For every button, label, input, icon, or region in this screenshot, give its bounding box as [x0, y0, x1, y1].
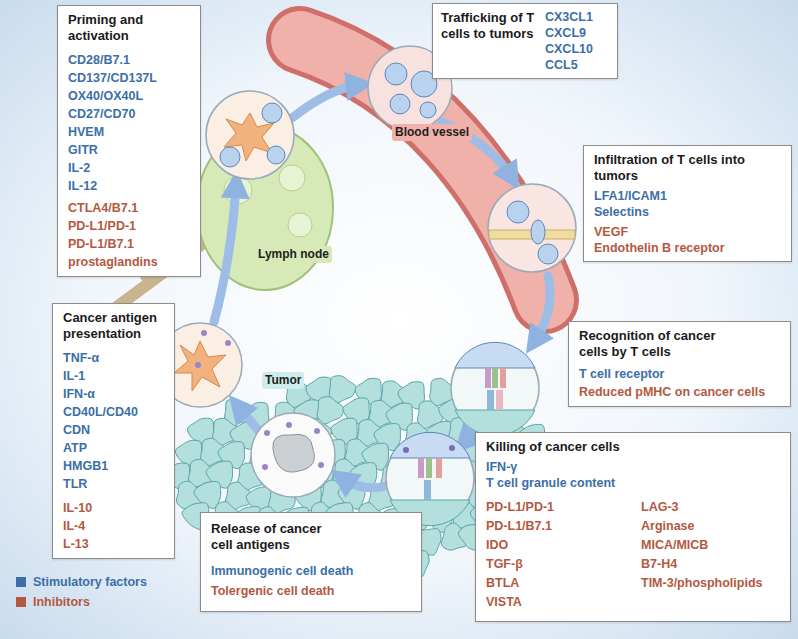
- step-box: Trafficking of T cells to tumorsCX3CL1CX…: [432, 3, 618, 79]
- inhibitor: IL-10: [63, 500, 92, 516]
- stimulatory-factor: IFN-γ: [486, 459, 517, 475]
- stimulatory-factor: HMGB1: [63, 458, 108, 474]
- inhibitor: PD-L1/PD-1: [68, 218, 136, 234]
- inhibitor: PD-L1/PD-1: [486, 499, 554, 515]
- legend-swatch: [16, 577, 26, 587]
- inhibitor: PD-L1/B7.1: [68, 236, 134, 252]
- legend-item: Inhibitors: [16, 594, 90, 610]
- region-label: Blood vessel: [392, 124, 472, 141]
- stimulatory-factor: IFN-α: [63, 386, 95, 402]
- inhibitor: PD-L1/B7.1: [486, 518, 552, 534]
- legend-item: Stimulatory factors: [16, 574, 147, 590]
- box-heading: Recognition of cancer cells by T cells: [579, 328, 729, 360]
- inhibitor: LAG-3: [641, 499, 679, 515]
- inhibitor: Endothelin B receptor: [594, 240, 725, 256]
- step-box: Release of cancer cell antigensImmunogen…: [200, 512, 422, 612]
- stimulatory-factor: CD137/CD137L: [68, 70, 157, 86]
- tumor-cell: [317, 397, 344, 424]
- inhibitor: L-13: [63, 536, 89, 552]
- stimulatory-factor: Immunogenic cell death: [211, 563, 353, 579]
- inhibitor: TIM-3/phospholipids: [641, 575, 763, 591]
- box-heading: Release of cancer cell antigens: [211, 521, 341, 553]
- stimulatory-factor: CCL5: [545, 57, 578, 73]
- box-heading: Killing of cancer cells: [486, 439, 776, 455]
- inhibitor: VISTA: [486, 594, 522, 610]
- stimulatory-factor: T cell granule content: [486, 475, 615, 491]
- follicle: [288, 213, 312, 237]
- recognition-inset: [451, 342, 539, 435]
- inhibitor: BTLA: [486, 575, 519, 591]
- inhibitor: IDO: [486, 537, 508, 553]
- follicle: [279, 165, 305, 191]
- stimulatory-factor: Selectins: [594, 204, 649, 220]
- inhibitor: B7-H4: [641, 556, 677, 572]
- legend-swatch: [16, 597, 26, 607]
- inhibitor: prostaglandins: [68, 254, 158, 270]
- stimulatory-factor: LFA1/ICAM1: [594, 188, 667, 204]
- stimulatory-factor: T cell receptor: [579, 366, 664, 382]
- infiltration-inset: [488, 184, 576, 272]
- stimulatory-factor: CD27/CD70: [68, 106, 135, 122]
- stimulatory-factor: CD40L/CD40: [63, 404, 138, 420]
- step-box: Killing of cancer cellsIFN-γT cell granu…: [475, 432, 791, 622]
- stimulatory-factor: IL-1: [63, 368, 85, 384]
- stimulatory-factor: OX40/OX40L: [68, 88, 143, 104]
- stimulatory-factor: CX3CL1: [545, 9, 593, 25]
- inhibitor: TGF-β: [486, 556, 523, 572]
- step-box: Priming and activationCD28/B7.1CD137/CD1…: [57, 5, 201, 277]
- inhibitor: IL-4: [63, 518, 85, 534]
- release-inset: [251, 413, 335, 497]
- stimulatory-factor: ATP: [63, 440, 87, 456]
- inhibitor: Arginase: [641, 518, 695, 534]
- region-label: Lymph node: [255, 246, 332, 263]
- stimulatory-factor: CXCL9: [545, 25, 586, 41]
- inhibitor: Tolergenic cell death: [211, 583, 334, 599]
- stimulatory-factor: IL-2: [68, 160, 90, 176]
- stimulatory-factor: TNF-α: [63, 350, 99, 366]
- stimulatory-factor: IL-12: [68, 178, 97, 194]
- stimulatory-factor: GITR: [68, 142, 98, 158]
- stimulatory-factor: CXCL10: [545, 41, 593, 57]
- step-box: Cancer antigen presentationTNF-αIL-1IFN-…: [52, 303, 175, 559]
- step-box: Recognition of cancer cells by T cells T …: [568, 321, 791, 407]
- step-box: Infiltration of T cells into tumorsLFA1/…: [583, 145, 792, 262]
- inhibitor: MICA/MICB: [641, 537, 708, 553]
- stimulatory-factor: HVEM: [68, 124, 104, 140]
- stimulatory-factor: TLR: [63, 476, 87, 492]
- box-heading: Cancer antigen presentation: [63, 310, 167, 342]
- region-label: Tumor: [262, 372, 304, 389]
- priming-inset: [206, 91, 294, 179]
- inhibitor: CTLA4/B7.1: [68, 200, 138, 216]
- box-heading: Trafficking of T cells to tumors: [441, 10, 541, 42]
- stimulatory-factor: CDN: [63, 422, 90, 438]
- box-heading: Infiltration of T cells into tumors: [594, 152, 784, 184]
- inhibitor: VEGF: [594, 224, 628, 240]
- legend-text: Inhibitors: [33, 595, 90, 609]
- box-heading: Priming and activation: [68, 12, 193, 44]
- inhibitor: Reduced pMHC on cancer cells: [579, 384, 765, 400]
- stimulatory-factor: CD28/B7.1: [68, 52, 130, 68]
- legend-text: Stimulatory factors: [33, 575, 147, 589]
